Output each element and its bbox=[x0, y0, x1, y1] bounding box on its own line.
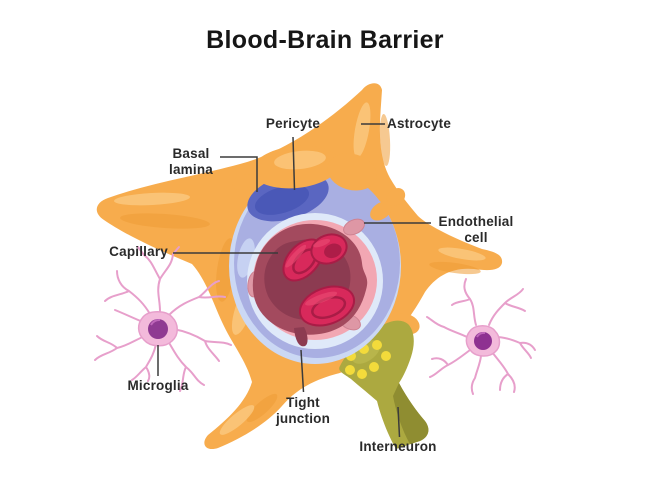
microglia-nucleus bbox=[148, 319, 168, 339]
microglia-branches bbox=[426, 278, 536, 395]
pointer-lines bbox=[157, 123, 431, 438]
label-pericyte: Pericyte bbox=[265, 116, 321, 131]
microglia-nucleus-highlight bbox=[476, 331, 486, 338]
pointer-line-tight-junction bbox=[300, 349, 305, 393]
pointer-line-basal-lamina bbox=[220, 156, 258, 192]
interneuron-cell bbox=[339, 320, 429, 449]
pointer-line-interneuron bbox=[397, 406, 401, 438]
synaptic-vesicles bbox=[345, 340, 391, 379]
label-interneuron: Interneuron bbox=[359, 439, 437, 454]
microglia-right bbox=[426, 278, 536, 395]
red-blood-cell bbox=[298, 285, 356, 327]
label-astrocyte: Astrocyte bbox=[387, 116, 452, 131]
label-microglia: Microglia bbox=[127, 378, 189, 393]
endothelial-nucleus bbox=[343, 218, 365, 236]
capillary-cross-section bbox=[229, 168, 401, 364]
pointer-line-pericyte bbox=[292, 136, 296, 191]
label-tight-junction: Tight junction bbox=[275, 395, 331, 426]
microglia-left bbox=[94, 246, 232, 392]
tight-junction-seam bbox=[294, 327, 308, 347]
interneuron-shade bbox=[393, 383, 429, 444]
label-basal-lamina: Basal lamina bbox=[169, 146, 213, 177]
astrocyte-endfeet bbox=[232, 145, 406, 221]
astrocyte-shading bbox=[120, 114, 481, 423]
microglia-nucleus-highlight bbox=[150, 318, 161, 326]
page-title: Blood-Brain Barrier bbox=[206, 26, 444, 54]
label-capillary: Capillary bbox=[109, 244, 168, 259]
label-endothelial-cell: Endothelial cell bbox=[438, 214, 514, 245]
microglia-nucleus bbox=[474, 332, 492, 350]
red-blood-cell bbox=[310, 233, 348, 265]
red-blood-cells bbox=[282, 233, 356, 327]
